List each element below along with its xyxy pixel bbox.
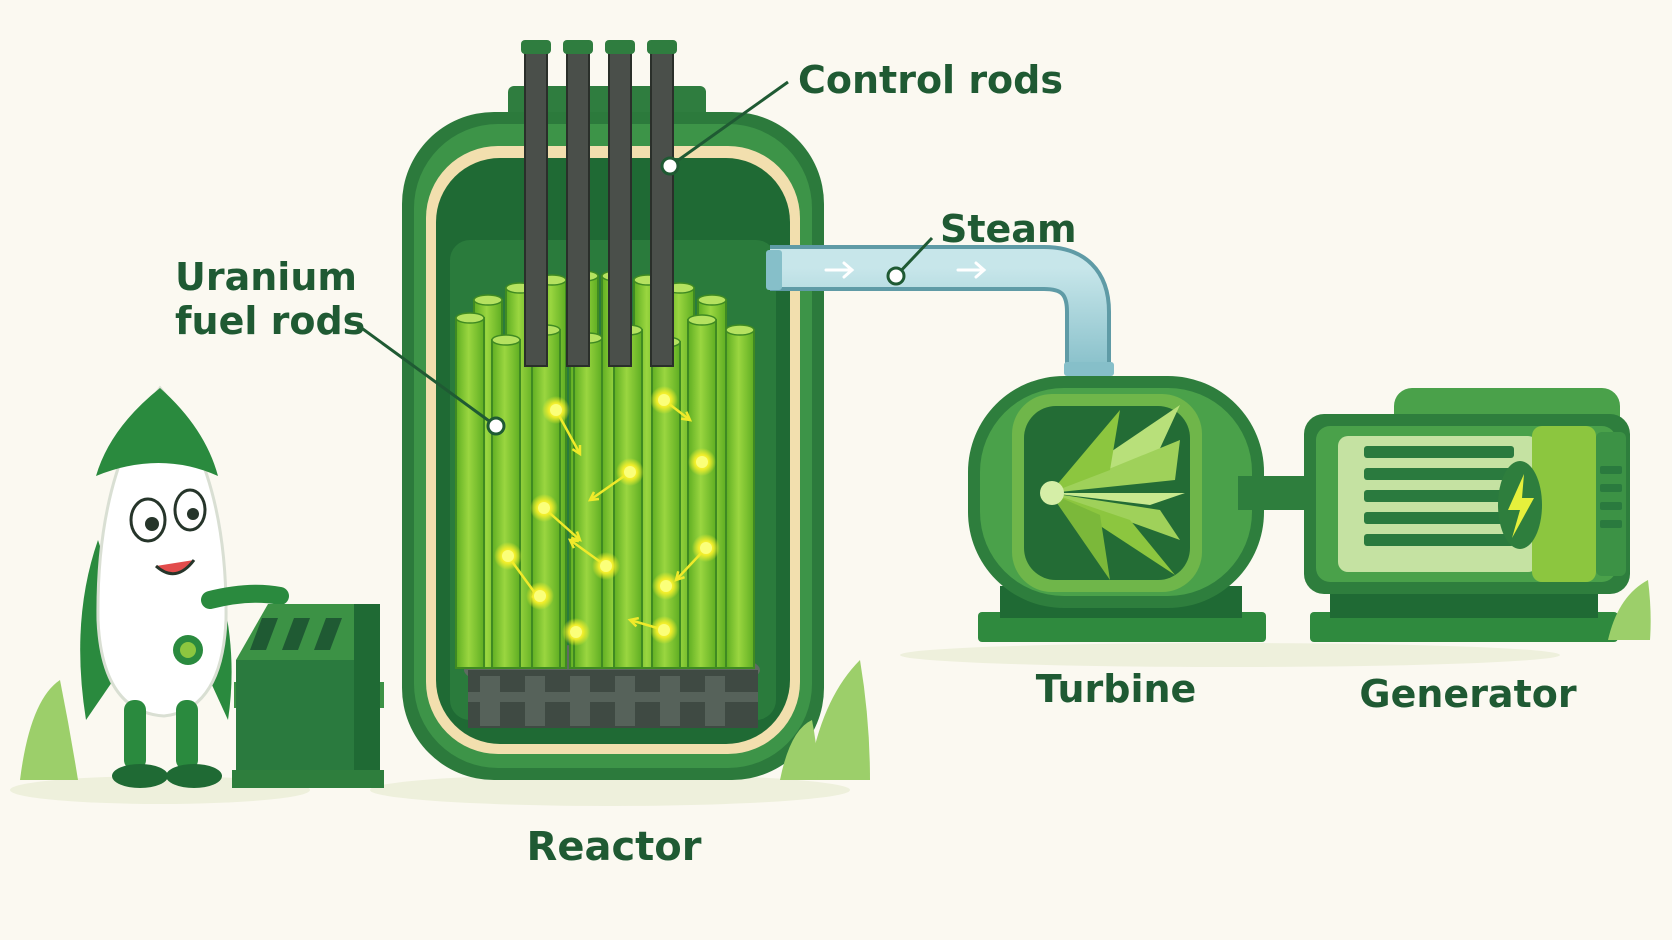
control-rod: [563, 40, 593, 367]
label-generator: Generator: [1359, 672, 1576, 716]
neutron: [650, 616, 678, 644]
control-rods: [521, 40, 677, 367]
fuel-rod: [455, 312, 485, 669]
control-rod: [605, 40, 635, 367]
fuel-rod: [491, 334, 521, 669]
steam-pipe: [766, 245, 1114, 376]
reactor: [402, 40, 824, 780]
turbine-blades: [1040, 405, 1185, 580]
fuel-rod: [613, 324, 643, 669]
neutron-chain-reaction: [494, 386, 720, 646]
generator-vents: [1364, 446, 1514, 546]
turbine: [968, 376, 1330, 642]
leader-lines: [355, 80, 934, 436]
uranium-fuel-rods: [455, 270, 755, 669]
generator-side-vents: [1596, 432, 1626, 576]
neutron: [692, 534, 720, 562]
generator: [1304, 388, 1630, 642]
neutron: [650, 386, 678, 414]
label-control-rods: Control rods: [798, 58, 1063, 102]
fuel-rod: [573, 332, 603, 669]
neutron: [494, 542, 522, 570]
neutron: [616, 458, 644, 486]
label-turbine: Turbine: [1036, 667, 1197, 711]
neutron: [688, 448, 716, 476]
control-panel: [232, 604, 384, 788]
label-uranium-line1: Uranium: [175, 255, 357, 299]
label-uranium-line2: fuel rods: [175, 299, 365, 343]
neutron: [592, 552, 620, 580]
decorative-bushes: [20, 580, 1651, 780]
neutron: [530, 494, 558, 522]
neutron: [526, 582, 554, 610]
label-reactor: Reactor: [527, 824, 702, 870]
control-rod: [647, 40, 677, 367]
fuel-rod: [687, 314, 717, 669]
lightning-bolt-icon: [1498, 461, 1542, 549]
fuel-rod: [725, 324, 755, 669]
neutron: [652, 572, 680, 600]
mascot-character: [80, 385, 289, 788]
label-steam: Steam: [940, 207, 1077, 251]
steam-flow-arrow: [824, 261, 987, 279]
neutron: [542, 396, 570, 424]
neutron: [562, 618, 590, 646]
control-rod: [521, 40, 551, 367]
